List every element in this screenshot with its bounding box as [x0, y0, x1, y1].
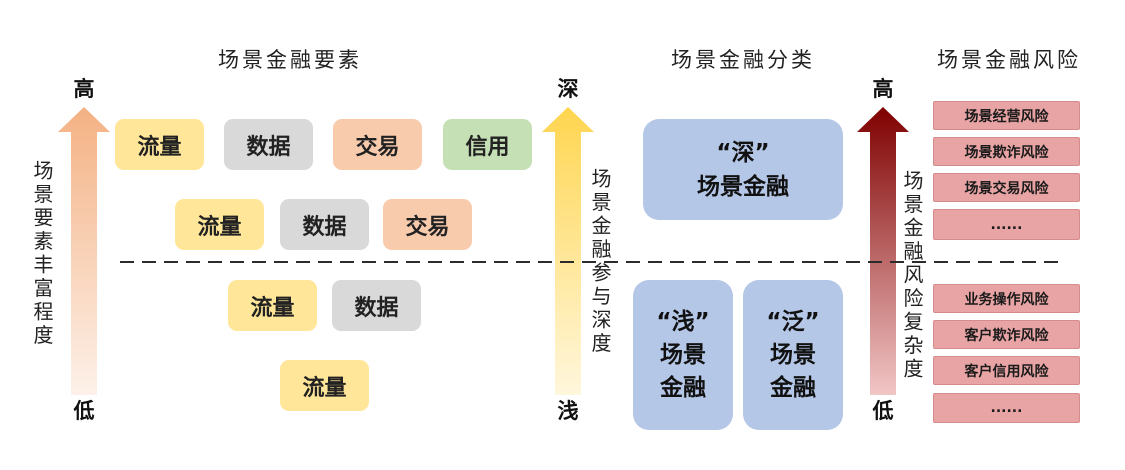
risk-box-scene-more: ......	[933, 209, 1080, 240]
risk-box-customer-credit: 客户信用风险	[933, 356, 1080, 385]
element-box-data: 数据	[332, 280, 421, 331]
elements-axis-low-label: 低	[73, 399, 95, 423]
risk-box-customer-fraud: 客户欺诈风险	[933, 320, 1080, 349]
element-box-flow: 流量	[175, 199, 264, 250]
risk-box-scene-fraud: 场景欺诈风险	[933, 137, 1080, 166]
element-box-credit: 信用	[443, 119, 532, 170]
risk-box-customer-more: ......	[933, 393, 1080, 423]
element-box-transaction: 交易	[333, 119, 422, 170]
elements-richness-arrow	[58, 107, 110, 395]
broad-line-label: 金融	[770, 374, 816, 401]
shallow-line-label: 金融	[660, 374, 706, 401]
broad-line-label: 场景	[770, 341, 816, 368]
risk-box-scene-transaction: 场景交易风险	[933, 173, 1080, 202]
element-box-flow: 流量	[228, 280, 317, 331]
deep-quote-label: “深”	[716, 139, 770, 166]
deep-scene-finance-box: “深” 场景金融	[643, 119, 843, 220]
risk-box-business-operation: 业务操作风险	[933, 284, 1080, 313]
elements-axis-label: 场景要素丰富程度	[30, 160, 54, 348]
risk-axis-label: 场景金融风险复杂度	[900, 170, 924, 382]
broad-quote-label: “泛”	[766, 308, 820, 335]
depth-axis-high-label: 深	[557, 77, 579, 101]
shallow-quote-label: “浅”	[656, 308, 710, 335]
title-scene-finance-elements: 场景金融要素	[218, 48, 362, 72]
element-box-data: 数据	[280, 199, 369, 250]
risk-box-scene-operation: 场景经营风险	[933, 101, 1080, 130]
deep-line-label: 场景金融	[697, 173, 789, 200]
depth-axis-low-label: 浅	[557, 399, 579, 423]
title-scene-finance-classification: 场景金融分类	[671, 48, 815, 72]
risk-axis-high-label: 高	[872, 77, 894, 101]
title-scene-finance-risk: 场景金融风险	[937, 48, 1081, 72]
element-box-data: 数据	[224, 119, 313, 170]
element-box-flow: 流量	[115, 119, 204, 170]
elements-axis-high-label: 高	[73, 77, 95, 101]
depth-axis-label: 场景金融参与深度	[588, 168, 612, 356]
shallow-scene-finance-box: “浅” 场景 金融	[633, 280, 733, 430]
broad-scene-finance-box: “泛” 场景 金融	[743, 280, 843, 430]
participation-depth-arrow	[542, 107, 594, 395]
risk-complexity-arrow	[857, 107, 909, 395]
element-box-flow: 流量	[280, 360, 369, 411]
risk-axis-low-label: 低	[872, 399, 894, 423]
shallow-line-label: 场景	[660, 341, 706, 368]
element-box-transaction: 交易	[383, 199, 472, 250]
